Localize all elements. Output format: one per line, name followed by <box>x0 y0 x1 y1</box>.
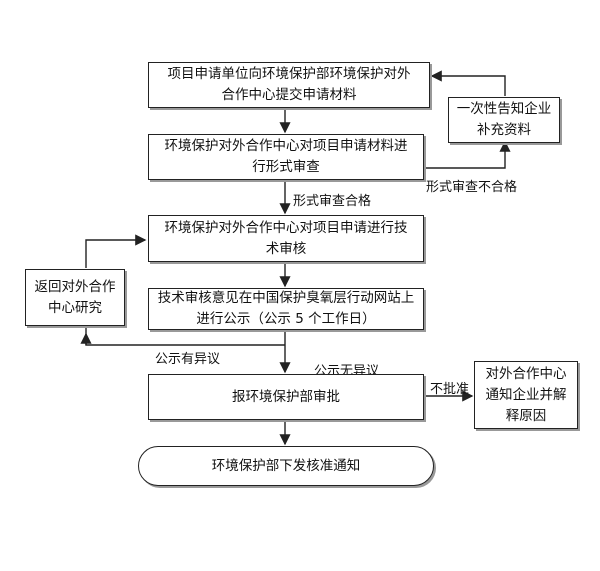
arrow-return-to-tech <box>85 234 147 268</box>
step-submit: 项目申请单位向环境保护部环境保护对外合作中心提交申请材料 <box>148 62 430 108</box>
step-supplement-text: 一次性告知企业补充资料 <box>456 101 552 138</box>
label-formal-fail: 形式审查不合格 <box>426 180 518 195</box>
step-return: 返回对外合作中心研究 <box>25 269 125 326</box>
step-final-text: 环境保护部下发核准通知 <box>211 457 361 474</box>
step-formal-review: 环境保护对外合作中心对项目申请材料进行形式审查 <box>148 134 424 180</box>
step-formal-review-text: 环境保护对外合作中心对项目申请材料进行形式审查 <box>164 138 408 175</box>
step-publicity-text: 技术审核意见在中国保护臭氧层行动网站上进行公示（公示 5 个工作日） <box>157 290 415 327</box>
arrow-supplement-to-submit <box>430 70 506 96</box>
label-reject: 不批准 <box>430 382 470 397</box>
label-objection: 公示有异议 <box>155 352 221 367</box>
step-report: 报环境保护部审批 <box>148 374 424 420</box>
arrow-formal-fail <box>425 140 511 169</box>
step-notify: 对外合作中心通知企业并解释原因 <box>474 361 578 429</box>
step-return-text: 返回对外合作中心研究 <box>34 278 116 316</box>
step-final: 环境保护部下发核准通知 <box>138 446 434 486</box>
step-tech-review-text: 环境保护对外合作中心对项目申请进行技术审核 <box>164 219 408 257</box>
label-formal-pass: 形式审查合格 <box>293 194 372 209</box>
step-tech-review: 环境保护对外合作中心对项目申请进行技术审核 <box>148 215 424 262</box>
step-publicity: 技术审核意见在中国保护臭氧层行动网站上进行公示（公示 5 个工作日） <box>148 288 424 330</box>
step-notify-text: 对外合作中心通知企业并解释原因 <box>485 365 567 424</box>
step-supplement: 一次性告知企业补充资料 <box>448 97 560 143</box>
step-report-text: 报环境保护部审批 <box>232 388 340 405</box>
step-submit-text: 项目申请单位向环境保护部环境保护对外合作中心提交申请材料 <box>167 66 411 103</box>
